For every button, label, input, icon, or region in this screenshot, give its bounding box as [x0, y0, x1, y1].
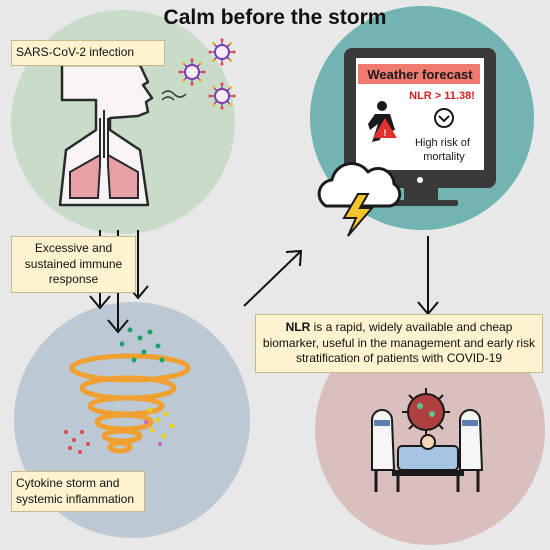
respiratory-system-icon: [58, 63, 154, 207]
chevron-down-icon: [434, 108, 454, 128]
breath-icon: [161, 90, 187, 101]
page-title: Calm before the storm: [163, 6, 387, 29]
nlr-term: NLR: [285, 320, 311, 334]
cytokine-storm-label: Cytokine storm and systemic inflammation: [11, 471, 145, 513]
nlr-description: is a rapid, widely available and cheap b…: [262, 320, 536, 366]
warning-person-icon: !: [368, 101, 397, 142]
forecast-risk: High risk of mortality: [415, 137, 473, 163]
svg-text:!: !: [384, 128, 387, 138]
virus-icon: [207, 37, 237, 67]
cytokine-dots: [64, 327, 175, 454]
icu-patient-icon: [371, 388, 484, 492]
virus-icon: [207, 81, 237, 111]
infection-label: SARS-CoV-2 infection: [11, 40, 165, 66]
forecast-header: Weather forecast: [367, 67, 473, 82]
forecast-alert: NLR > 11.38!: [409, 90, 475, 102]
immune-response-label: Excessive and sustained immune response: [11, 236, 136, 293]
monitor-icon: [344, 48, 496, 206]
arrow-to-forecast: [243, 249, 303, 307]
arrow-to-patient: [417, 236, 439, 316]
nlr-conclusion-box: NLR is a rapid, widely available and che…: [255, 314, 543, 373]
storm-cloud-icon: [317, 162, 402, 237]
tornado-icon: [69, 353, 191, 454]
virus-icon: [177, 57, 207, 87]
